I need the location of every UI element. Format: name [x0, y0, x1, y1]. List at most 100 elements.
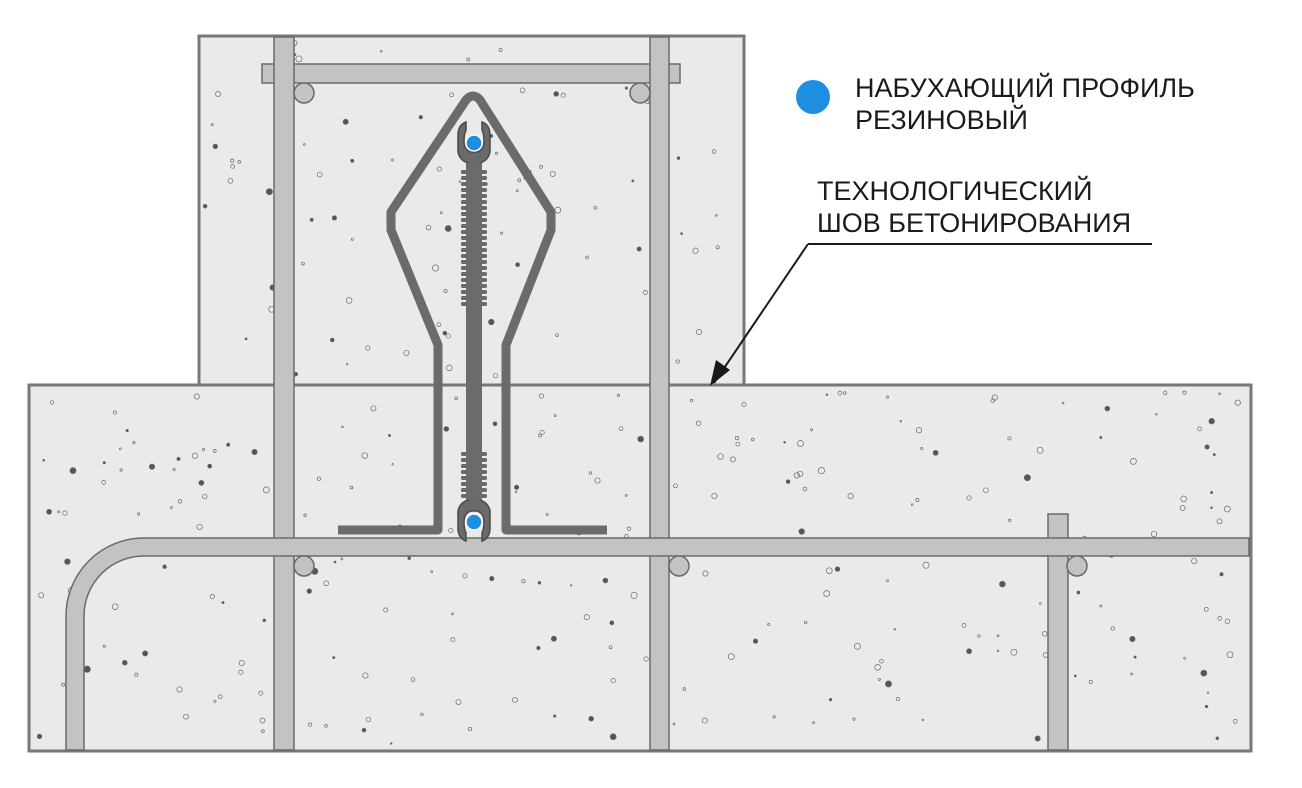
aggregate-speck: [111, 603, 119, 610]
aggregate-speck: [1061, 401, 1065, 405]
aggregate-speck: [793, 472, 800, 479]
aggregate-speck: [466, 57, 471, 62]
aggregate-speck: [715, 245, 720, 250]
aggregate-speck: [886, 395, 889, 399]
aggregate-speck: [221, 601, 225, 605]
aggregate-speck: [492, 372, 499, 379]
aggregate-speck: [991, 394, 998, 401]
aggregate-speck: [966, 648, 972, 655]
aggregate-speck: [391, 463, 394, 466]
aggregate-speck: [1088, 679, 1093, 684]
aggregate-speck: [676, 156, 681, 160]
aggregate-speck: [329, 337, 335, 343]
aggregate-speck: [767, 622, 771, 626]
aggregate-speck: [101, 480, 107, 485]
aggregate-speck: [488, 318, 495, 326]
aggregate-speck: [1179, 505, 1186, 511]
waterstop-rib: [461, 170, 487, 174]
aggregate-speck: [218, 694, 223, 699]
aggregate-speck: [1234, 399, 1241, 406]
waterstop-rib: [461, 230, 487, 234]
legend-marker: [796, 80, 830, 114]
waterstop-rib: [461, 182, 487, 186]
waterstop-web: [466, 163, 482, 500]
aggregate-speck: [996, 649, 1000, 653]
aggregate-speck: [675, 359, 680, 364]
aggregate-speck: [696, 329, 702, 335]
aggregate-speck: [711, 149, 717, 154]
aggregate-speck: [410, 677, 416, 682]
waterstop-rib: [461, 224, 487, 228]
aggregate-speck: [1039, 602, 1042, 605]
aggregate-speck: [1008, 518, 1012, 522]
aggregate-speck: [403, 349, 410, 356]
aggregate-speck: [350, 237, 354, 241]
aggregate-speck: [752, 638, 759, 644]
aggregate-speck: [610, 678, 616, 684]
waterstop-rib: [461, 188, 487, 192]
aggregate-speck: [910, 503, 914, 506]
aggregate-speck: [230, 158, 235, 163]
aggregate-speck: [1204, 704, 1209, 709]
aggregate-speck: [701, 717, 708, 724]
aggregate-speck: [1215, 736, 1220, 740]
aggregate-speck: [555, 333, 559, 337]
aggregate-speck: [1099, 604, 1103, 608]
aggregate-speck: [630, 591, 638, 599]
aggregate-speck: [515, 262, 520, 268]
aggregate-speck: [432, 264, 439, 272]
aggregate-speck: [61, 682, 65, 687]
aggregate-speck: [258, 690, 264, 696]
aggregate-speck: [915, 498, 920, 502]
aggregate-speck: [624, 86, 628, 90]
aggregate-speck: [122, 659, 128, 666]
aggregate-speck: [1099, 436, 1103, 439]
aggregate-speck: [425, 224, 432, 231]
waterstop-rib: [461, 248, 487, 252]
aggregate-speck: [672, 722, 676, 726]
aggregate-speck: [148, 463, 156, 470]
aggregate-speck: [643, 656, 649, 662]
rebar-section: [668, 555, 690, 577]
aggregate-speck: [202, 493, 208, 500]
aggregate-speck: [730, 456, 736, 463]
aggregate-speck: [553, 714, 557, 718]
waterstop-rib: [461, 242, 487, 246]
waterstop-rib: [461, 464, 487, 468]
aggregate-speck: [996, 634, 1000, 638]
aggregate-speck: [734, 436, 740, 441]
aggregate-speck: [553, 91, 559, 97]
aggregate-speck: [454, 396, 458, 401]
aggregate-speck: [1218, 392, 1221, 396]
aggregate-speck: [920, 446, 924, 450]
waterstop-rib: [461, 296, 487, 300]
aggregate-speck: [458, 180, 461, 183]
aggregate-speck: [450, 637, 456, 643]
aggregate-speck: [588, 471, 593, 475]
aggregate-speck: [467, 727, 472, 732]
waterstop-holder-clip: [338, 91, 607, 535]
aggregate-speck: [1200, 669, 1208, 677]
legend: НАБУХАЮЩИЙ ПРОФИЛЬ РЕЗИНОВЫЙ: [796, 72, 1195, 135]
waterstop-rib: [461, 302, 487, 306]
aggregate-speck: [64, 558, 71, 565]
aggregate-speck: [1232, 719, 1238, 724]
waterstop-rib: [461, 458, 487, 462]
aggregate-speck: [961, 623, 967, 628]
rebar-section: [629, 82, 651, 104]
aggregate-speck: [430, 570, 434, 573]
waterstop-rib: [461, 278, 487, 282]
waterstop-rib: [461, 266, 487, 270]
rebar-section: [1066, 555, 1088, 577]
aggregate-speck: [983, 487, 989, 493]
aggregate-speck: [539, 429, 545, 436]
aggregate-speck: [702, 570, 709, 577]
aggregate-speck: [751, 437, 755, 442]
aggregate-speck: [538, 433, 542, 438]
aggregate-speck: [379, 50, 383, 53]
aggregate-speck: [1224, 618, 1231, 624]
aggregate-speck: [673, 483, 678, 489]
waterstop-profile: [457, 120, 491, 543]
aggregate-speck: [1219, 572, 1224, 577]
aggregate-speck: [1010, 648, 1018, 656]
